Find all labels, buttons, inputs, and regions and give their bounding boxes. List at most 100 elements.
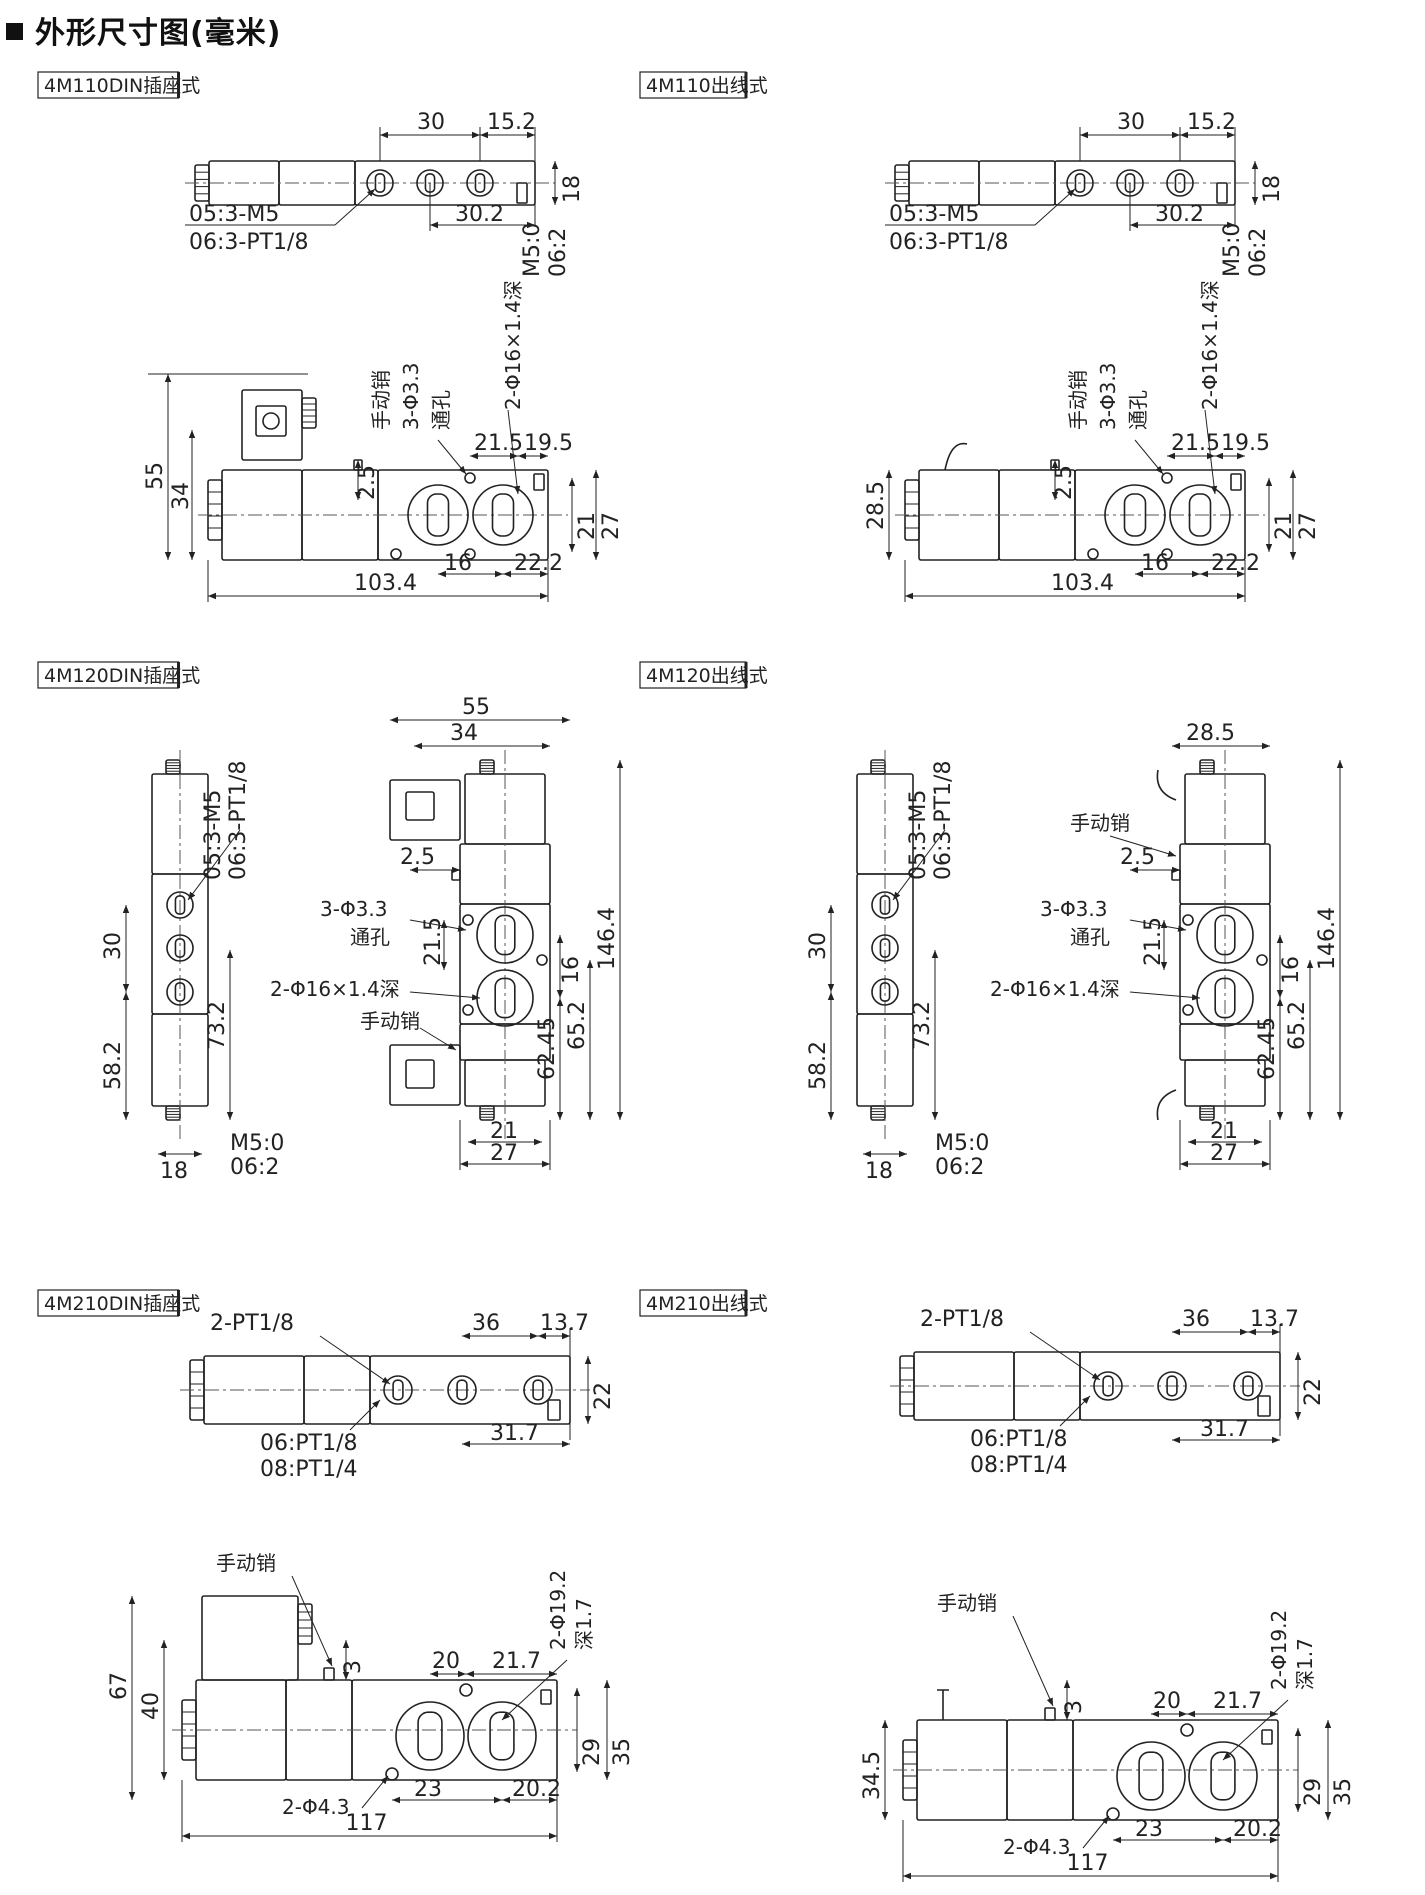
dimension-label: 23 [1135, 1817, 1163, 1842]
port-label: 06:PT1/8 [260, 1431, 358, 1456]
manual-pin [1044, 1707, 1056, 1721]
port-hole [1104, 484, 1166, 546]
dimension-label: 06:2 [230, 1155, 279, 1180]
mount-hole [1161, 548, 1173, 560]
note-label: 手动销 [1070, 811, 1130, 835]
port-hole [472, 484, 534, 546]
dimension-label: 30.2 [455, 202, 504, 227]
port-hole [1188, 1741, 1258, 1811]
leader-line [291, 1575, 333, 1667]
dimension-label: 28.5 [1186, 721, 1235, 746]
port-hole [447, 1375, 477, 1405]
section-label: 4M120DIN插座式 [44, 665, 200, 687]
page-title: 外形尺寸图(毫米) [6, 8, 281, 52]
dimension-label: 16 [1279, 956, 1304, 984]
dimension-label: 67 [107, 1672, 132, 1700]
coil-cap-outline [297, 1603, 313, 1645]
dimension-label: M5:0 [520, 223, 545, 277]
note-label: 2-Φ4.3 [1003, 1835, 1071, 1859]
dimension-label: 36 [472, 1311, 500, 1336]
section-label-box [37, 71, 180, 99]
port-slot [417, 1711, 443, 1761]
mount-hole [1106, 1807, 1120, 1821]
pilot-tab [540, 1689, 552, 1705]
section-label: 4M210出线式 [646, 1293, 768, 1315]
dimension-label: 27 [1210, 1141, 1238, 1166]
dimension-label: 21.5 [474, 431, 523, 456]
port-hole [366, 169, 394, 197]
port-slot [494, 914, 516, 956]
port-slot [494, 977, 516, 1019]
dimension-label: 36 [1182, 1307, 1210, 1332]
coil-cap-outline [207, 479, 223, 541]
port-hole [383, 1375, 413, 1405]
mount-hole [459, 1683, 473, 1697]
port-slot [879, 895, 891, 915]
port-label: 05:3-M5 [189, 202, 279, 227]
leader-line [1222, 1699, 1289, 1761]
port-hole [1116, 1741, 1186, 1811]
port-slot [456, 1379, 468, 1401]
leader-line [409, 991, 481, 1001]
dimension-label: 58.2 [806, 1041, 831, 1090]
dimension-label: 18 [160, 1159, 188, 1184]
port-label: 05:3-M5 [201, 790, 226, 880]
bullet-square-icon [6, 23, 23, 40]
dimension-label: 21 [1210, 1119, 1238, 1144]
port-label: 06:3-PT1/8 [189, 230, 308, 255]
dimension-label: 21.5 [421, 917, 446, 966]
dimension-label: 103.4 [354, 571, 417, 596]
port-label: 06:3-PT1/8 [226, 761, 251, 880]
dimension-label: 2.5 [1052, 465, 1077, 500]
dimension-label: 21.5 [1141, 917, 1166, 966]
dimension-label: 20.2 [512, 1777, 561, 1802]
leader-line [437, 439, 467, 475]
dimension-label: 40 [139, 1692, 164, 1720]
section-label: 4M120出线式 [646, 665, 768, 687]
dimension-label: 65.2 [565, 1001, 590, 1050]
port-slot [474, 173, 486, 193]
port-hole [1066, 169, 1094, 197]
leader-line [419, 1027, 457, 1051]
mount-hole [536, 954, 548, 966]
dimension-label: 55 [462, 695, 490, 720]
coil-cap-outline [870, 759, 886, 775]
note-label: 2-Φ19.2 [546, 1570, 570, 1650]
note-label: 2-Φ16×1.4深 [990, 977, 1120, 1001]
din-connector [241, 389, 303, 461]
dimension-label: 15.2 [1187, 110, 1236, 135]
note-label: 通孔 [1126, 390, 1150, 430]
dimension-label: 20.2 [1233, 1817, 1282, 1842]
port-slot [1102, 1375, 1114, 1397]
dimension-label: 20 [1153, 1689, 1181, 1714]
mount-hole [1087, 548, 1099, 560]
leader-line [1129, 991, 1201, 1001]
port-hole [871, 891, 899, 919]
dimension-label: M5:0 [935, 1131, 989, 1156]
port-hole [871, 978, 899, 1006]
port-label: 05:3-M5 [889, 202, 979, 227]
mount-hole [1161, 472, 1173, 484]
pilot-tab [1257, 1395, 1271, 1417]
dimension-label: 58.2 [101, 1041, 126, 1090]
port-slot [1074, 173, 1086, 193]
port-slot [1188, 493, 1212, 537]
port-slot [1123, 493, 1147, 537]
dimension-label: 20 [432, 1649, 460, 1674]
port-slot [374, 173, 386, 193]
lead-wire [1156, 1089, 1177, 1121]
dimension-label: 2.5 [1120, 845, 1155, 870]
dimension-label: 29 [1301, 1778, 1326, 1806]
port-label: 2-PT1/8 [210, 1311, 294, 1336]
port-hole [467, 1701, 537, 1771]
port-hole [476, 906, 534, 964]
dimension-label: 117 [1067, 1851, 1109, 1876]
dimension-label: 18 [865, 1159, 893, 1184]
dimension-label: 13.7 [1250, 1307, 1299, 1332]
din-socket-pin [262, 412, 280, 430]
dimension-label: 16 [559, 956, 584, 984]
note-label: 2-Φ16×1.4深 [270, 977, 400, 1001]
